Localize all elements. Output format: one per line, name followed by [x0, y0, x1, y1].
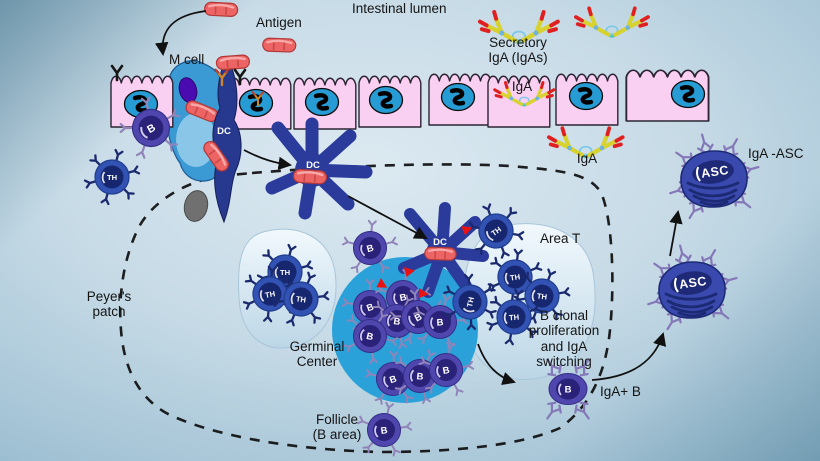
antigen-in-dc	[291, 167, 329, 186]
label-m-cell: M cell	[169, 52, 205, 67]
b-cell-label: B	[366, 243, 376, 255]
b-cell: B	[383, 281, 454, 352]
label-area-t: Area T	[540, 231, 581, 246]
arrow-iga-b-to-asc	[591, 332, 667, 381]
b-cell: B	[368, 291, 427, 351]
label-iga-transcytosis: IgA	[511, 79, 533, 94]
b-cell: B	[340, 305, 402, 368]
antigen-bacterium	[214, 53, 252, 72]
arrow-dc1-to-dc2	[243, 149, 293, 171]
nucleus	[370, 87, 403, 114]
secretory-iga-molecule	[576, 8, 648, 36]
th-cell: TH	[485, 288, 543, 346]
dendritic-cell-transepithelial: DC	[200, 61, 242, 224]
nucleus	[442, 84, 475, 111]
arrow-asc-to-asc	[669, 210, 683, 257]
th-cell-label: TH	[107, 173, 117, 182]
b-cell-label: B	[413, 311, 424, 324]
antigen-bacterium	[261, 36, 298, 54]
nucleus	[570, 83, 603, 110]
th-cell: TH	[438, 270, 502, 334]
th-cell-label: TH	[295, 294, 306, 304]
b-cell-label: B	[565, 385, 572, 396]
label-iga-positive-b: IgA+ B	[600, 384, 641, 399]
label-antigen: Antigen	[256, 15, 302, 30]
th-cell-label: TH	[264, 289, 276, 300]
dc-label: DC	[433, 237, 447, 248]
antigen-in-dc	[423, 245, 458, 262]
b-cells: B B B B B B B B B B B B B	[112, 87, 596, 460]
b-cell-follicle: B	[355, 400, 414, 460]
label-iga-asc: IgA -ASC	[748, 146, 804, 161]
asc-cell-lower: ASC	[646, 244, 738, 333]
th-cell: TH	[512, 266, 571, 325]
th-cell: TH	[485, 247, 546, 308]
th-cell-label: TH	[509, 313, 520, 323]
th-cell: TH	[271, 269, 332, 330]
arrow-to-iga-b	[477, 343, 516, 386]
b-cell-iga-positive: B	[540, 354, 596, 424]
label-follicle: Follicle (B area)	[312, 412, 362, 443]
stromal-cell	[183, 190, 209, 222]
asc-cell-label: ASC	[678, 274, 708, 292]
b-cell: B	[337, 273, 404, 341]
th-cell-label: TH	[465, 296, 476, 308]
b-cell-label: B	[442, 365, 451, 377]
nucleus	[240, 90, 273, 117]
b-cell-label: B	[436, 317, 444, 329]
b-cell-label: B	[365, 302, 375, 315]
arrow-antigen-to-mcell	[154, 10, 207, 57]
th-cell-label: TH	[509, 272, 520, 282]
label-peyers-patch: Peyer's patch	[86, 289, 132, 320]
dc-label: DC	[306, 160, 320, 171]
th-cell-label: TH	[280, 268, 290, 277]
arrow-dc2-to-dc3	[347, 195, 428, 239]
dendritic-cell-subepithelial: DC	[265, 117, 373, 220]
th-cell: TH	[258, 245, 312, 299]
asc-cell-upper: ASC	[668, 133, 760, 222]
b-cell-label: B	[416, 371, 424, 383]
b-cell-label: B	[388, 374, 398, 387]
dc-label: DC	[217, 126, 231, 137]
b-cell-label: B	[380, 425, 388, 437]
th-cell: TH	[239, 263, 302, 326]
b-cell: B	[361, 345, 427, 412]
label-b-clonal: B clonal proliferation and IgA switching	[528, 308, 600, 369]
b-cell: B	[339, 215, 403, 280]
b-cell: B	[392, 347, 449, 405]
b-cell: B	[413, 293, 470, 350]
label-iga-secreted: IgA	[576, 151, 598, 166]
b-cell: B	[112, 87, 192, 168]
b-cell: B	[373, 265, 435, 328]
b-cell-label: B	[399, 292, 408, 304]
th-cell: TH	[85, 150, 139, 204]
label-germinal-center: Germinal Center	[289, 339, 345, 370]
nucleus	[306, 89, 339, 116]
antigen-bacterium	[203, 0, 240, 18]
asc-cell-label: ASC	[700, 163, 730, 181]
th-cell-label: TH	[536, 291, 547, 301]
th-cell: TH	[458, 193, 533, 268]
label-intestinal-lumen: Intestinal lumen	[352, 1, 447, 16]
nucleus	[672, 81, 705, 108]
th-cells: TH TH TH TH TH TH TH TH TH	[85, 150, 572, 346]
peyers-patch-boundary	[118, 163, 614, 454]
label-secretory-iga: Secretory IgA (IgAs)	[488, 35, 548, 66]
b-cell: B	[417, 339, 478, 400]
b-cell-label: B	[365, 331, 374, 343]
b-cell-label: B	[393, 316, 401, 328]
